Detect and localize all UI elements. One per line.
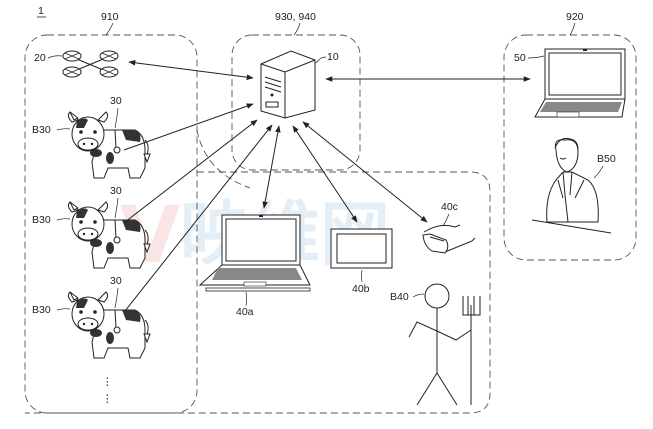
region-farm-label: 910 bbox=[101, 11, 119, 23]
continuation-marker: ⋮ bbox=[102, 393, 113, 405]
cow-label: B30 bbox=[32, 214, 51, 226]
laptop-label: 40a bbox=[236, 306, 254, 318]
server-leader bbox=[315, 56, 327, 64]
sensor-label: 30 bbox=[110, 185, 122, 197]
arrow-server-glasses bbox=[302, 121, 428, 223]
laptop-leader bbox=[245, 291, 247, 307]
tablet-label: 40b bbox=[352, 283, 370, 295]
drone-label: 20 bbox=[34, 52, 46, 64]
sensor-leader bbox=[114, 287, 119, 309]
smart-glasses-label: 40c bbox=[441, 201, 458, 213]
remote-laptop-label: 50 bbox=[514, 52, 526, 64]
sensor-label: 30 bbox=[110, 95, 122, 107]
arrow-sensor1-server bbox=[123, 103, 254, 151]
region-remote-office-label: 920 bbox=[566, 11, 584, 23]
region-server-area-curve bbox=[196, 129, 251, 189]
smart-glasses-leader bbox=[442, 213, 450, 227]
cow-label: B30 bbox=[32, 124, 51, 136]
remote-laptop-icon bbox=[534, 48, 626, 118]
farmer-icon bbox=[408, 283, 481, 406]
farmer-label: B40 bbox=[390, 291, 409, 303]
server-label: 10 bbox=[327, 51, 339, 63]
server-icon bbox=[260, 50, 316, 119]
smart-glasses-icon bbox=[422, 224, 476, 254]
sensor-leader bbox=[114, 197, 119, 219]
tablet-icon bbox=[330, 228, 393, 269]
remote-person-label: B50 bbox=[597, 153, 616, 165]
remote-person-icon bbox=[531, 137, 612, 234]
continuation-marker: ⋮ bbox=[102, 376, 113, 388]
laptop-icon bbox=[198, 214, 311, 292]
cow-leader bbox=[56, 308, 71, 311]
drone-leader bbox=[47, 55, 63, 59]
region-server-area-leader bbox=[293, 22, 301, 36]
sensor-label: 30 bbox=[110, 275, 122, 287]
farmer-leader bbox=[412, 293, 425, 298]
region-remote-office-leader bbox=[569, 22, 576, 36]
arrow-sensor2-server bbox=[124, 119, 258, 223]
remote-laptop-leader bbox=[527, 55, 545, 59]
cow-leader bbox=[56, 218, 71, 221]
tablet-leader bbox=[361, 269, 363, 283]
region-farm-extension bbox=[25, 171, 491, 414]
region-server-area-label: 930, 940 bbox=[275, 11, 316, 23]
remote-person-leader bbox=[593, 165, 604, 179]
cow-leader bbox=[56, 128, 71, 131]
region-farm-leader bbox=[105, 22, 114, 36]
sensor-leader bbox=[114, 107, 119, 129]
arrow-server-drone bbox=[128, 60, 254, 80]
drone-icon bbox=[62, 50, 119, 78]
cow-icon bbox=[67, 111, 151, 179]
connections bbox=[123, 60, 531, 312]
cow-label: B30 bbox=[32, 304, 51, 316]
arrow-server-laptop bbox=[262, 125, 281, 209]
cow-icon bbox=[67, 291, 151, 359]
arrow-sensor3-server bbox=[124, 124, 273, 312]
figure-number: 1 bbox=[38, 5, 44, 17]
